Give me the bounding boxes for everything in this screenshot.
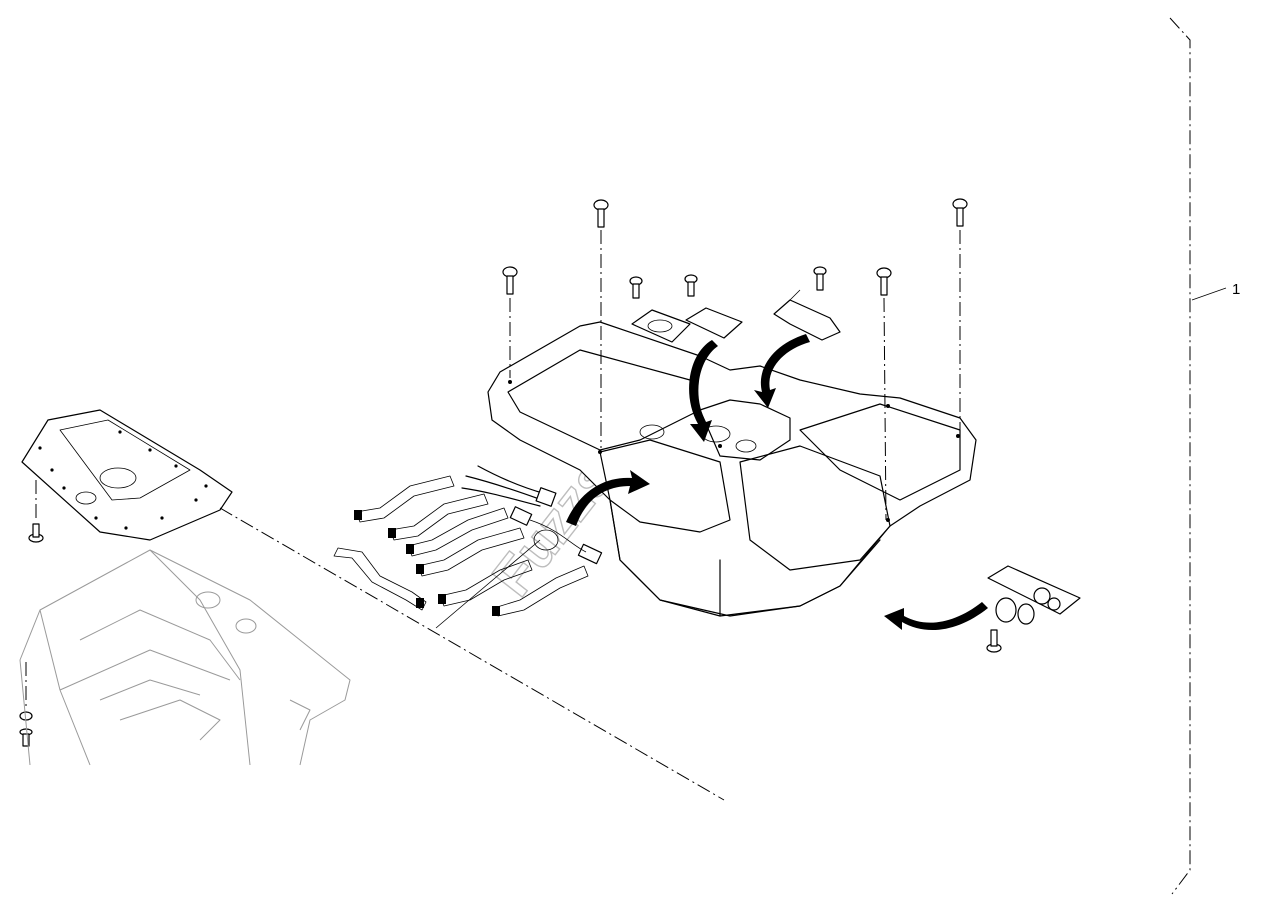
screw-icon [876,267,892,521]
flat-cable-icon [333,475,589,617]
mounting-plate-icon [21,409,725,801]
connector-plate-icon [986,565,1081,653]
screw-icon [684,274,698,297]
screw-icon [502,266,518,378]
screw-icon [986,629,1002,653]
gasket-icon [685,307,743,339]
curved-arrow-icon [884,602,988,631]
gasket-icon [631,309,691,343]
wire-harness-icon [435,465,603,629]
frame-icon [19,549,351,766]
screw-icon [952,198,968,440]
curved-arrow-icon [689,340,718,442]
screw-icon [593,199,609,448]
bracket-icon [773,289,841,341]
screw-icon [19,662,33,747]
callout-label-1: 1 [1232,281,1240,298]
curved-arrow-icon [566,470,650,526]
curved-arrow-icon [754,334,810,408]
assembly-bracket [1169,17,1227,895]
callout-leader-line [1191,287,1227,301]
screw-icon [629,276,643,299]
screw-icon [28,523,44,543]
screw-icon [813,266,827,291]
